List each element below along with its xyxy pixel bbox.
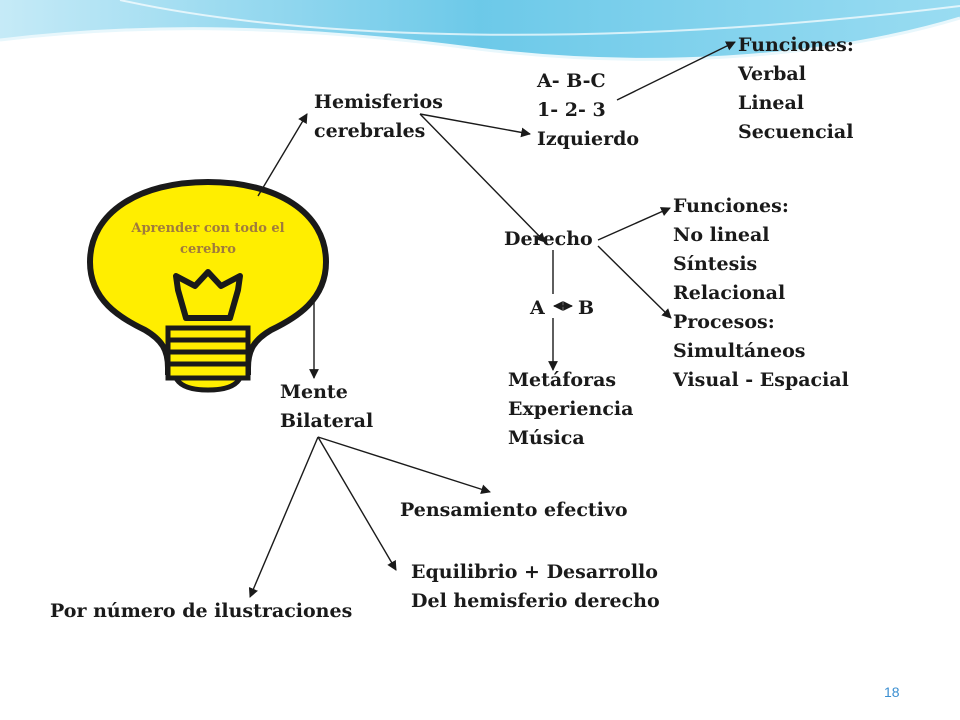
connectors xyxy=(248,41,736,598)
arrow-mente-to-pensamiento xyxy=(317,436,491,494)
page-number: 18 xyxy=(884,684,900,700)
node-ilustraciones: Por número de ilustraciones xyxy=(50,600,353,622)
node-izquierdo: A- B-C 1- 2- 3 Izquierdo xyxy=(537,70,640,150)
node-b: B xyxy=(578,297,595,319)
arrow-hemisferios-to-izquierdo xyxy=(419,113,531,138)
node-derecho: Derecho xyxy=(504,228,593,250)
node-funciones-derecho: Funciones: No lineal Síntesis Relacional… xyxy=(673,195,849,391)
node-pensamiento: Pensamiento efectivo xyxy=(400,499,628,521)
arrow-derecho-to-procesos xyxy=(597,245,672,319)
arrow-hemisferios-to-derecho xyxy=(419,113,546,243)
arrow-mente-to-equilibrio xyxy=(317,436,397,571)
arrow-izquierdo-to-funciones xyxy=(616,41,736,101)
node-funciones-izquierdo: Funciones: Verbal Lineal Secuencial xyxy=(738,34,854,143)
node-mente-bilateral: Mente Bilateral xyxy=(280,381,374,432)
header-wave xyxy=(0,0,960,61)
node-a: A xyxy=(530,297,545,319)
arrow-mente-to-ilustraciones xyxy=(248,436,319,598)
arrow-derecho-to-funciones xyxy=(597,207,671,241)
arrow-bulb-to-hemisferios xyxy=(257,113,308,197)
bulb-label: Aprender con todo el cerebro xyxy=(131,221,285,257)
node-hemisferios: Hemisferios cerebrales xyxy=(314,91,443,142)
node-metaforas: Metáforas Experiencia Música xyxy=(508,369,634,449)
lightbulb-icon xyxy=(86,178,330,393)
node-equilibrio: Equilibrio + Desarrollo Del hemisferio d… xyxy=(411,561,660,612)
